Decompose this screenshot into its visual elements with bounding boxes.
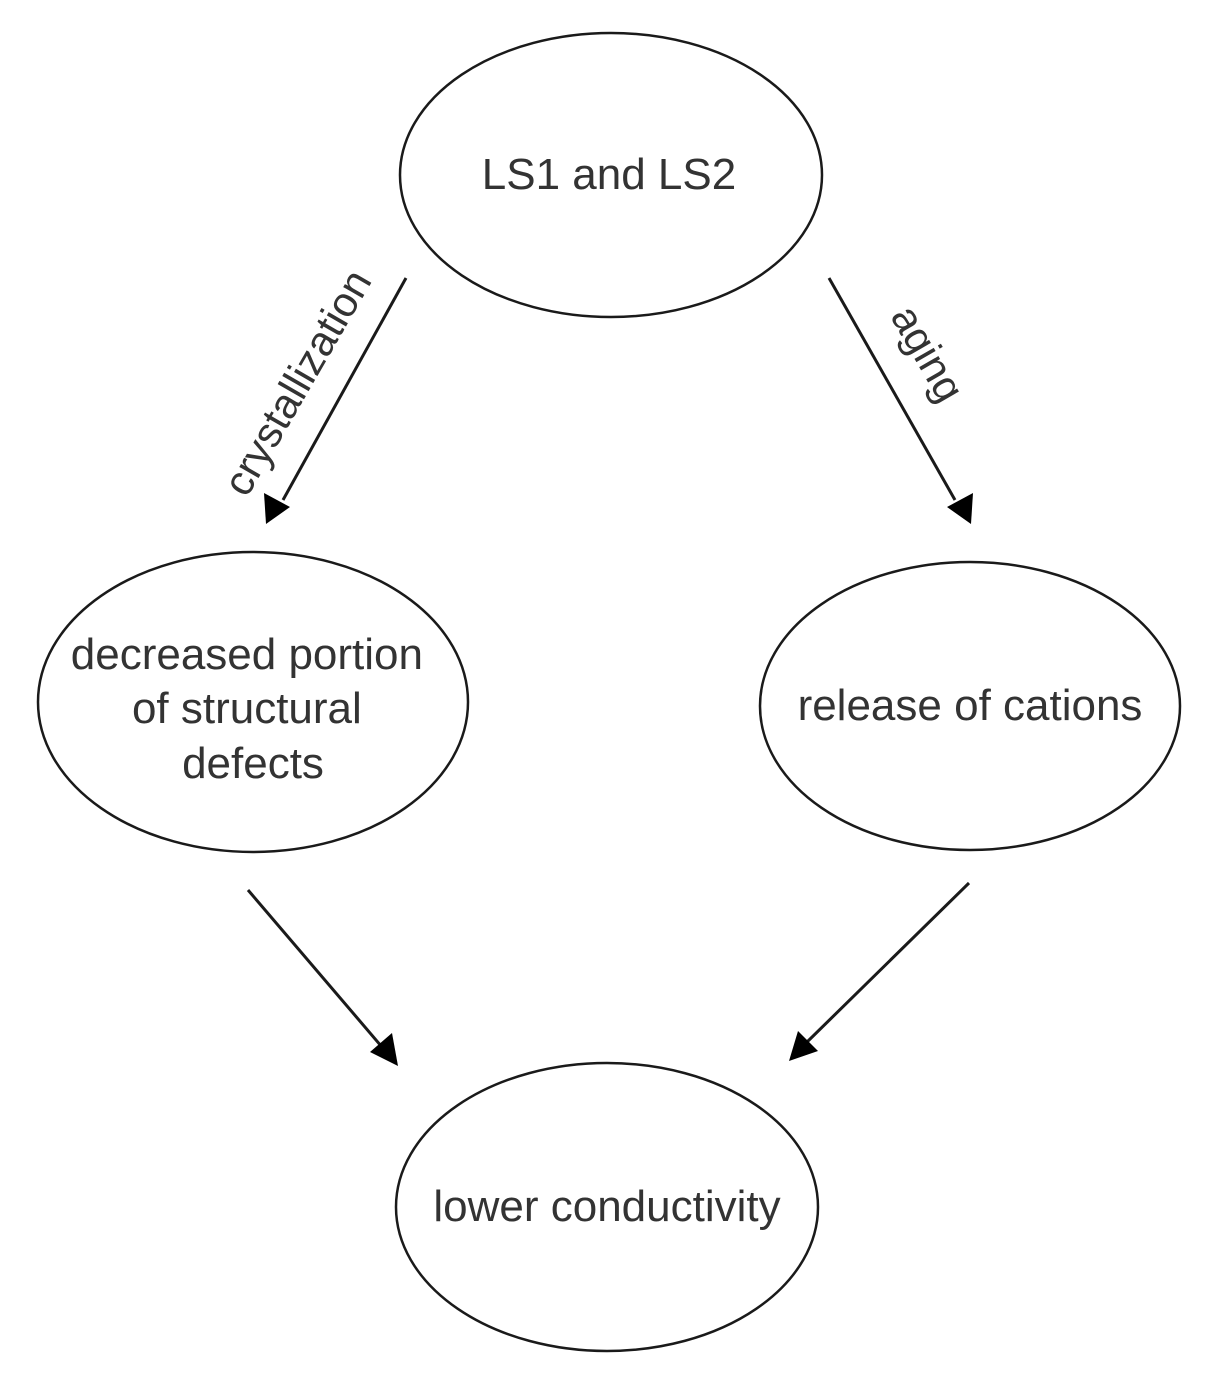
node-top-line-1: LS1 and LS2 [482, 150, 736, 199]
edge-line-left-to-bottom [246, 889, 384, 1048]
edge-line-top-to-right [827, 277, 957, 501]
node-left-label: decreased portion of structural defects [71, 630, 435, 788]
node-right-ellipse [758, 560, 1182, 852]
node-bottom-ellipse [394, 1061, 820, 1353]
edge-top-to-left: crystallization [214, 261, 408, 524]
node-bottom: lower conductivity [394, 1061, 820, 1353]
node-right-label: release of cations [798, 681, 1143, 730]
edge-line-right-to-bottom [804, 881, 971, 1045]
node-top: LS1 and LS2 [398, 31, 824, 319]
node-bottom-label: lower conductivity [433, 1182, 780, 1231]
node-right-line-1: release of cations [798, 681, 1143, 730]
arrow-head-top-to-right [947, 493, 973, 524]
node-left-line-2: of structural [132, 684, 362, 733]
node-bottom-line-1: lower conductivity [433, 1182, 780, 1231]
arrow-head-left-to-bottom [370, 1033, 398, 1066]
node-left-line-3: defects [182, 739, 324, 788]
edge-label-crystallization: crystallization [214, 261, 381, 503]
edge-top-to-right: aging [827, 277, 974, 524]
node-top-ellipse [398, 31, 824, 319]
node-top-label: LS1 and LS2 [482, 150, 736, 199]
arrow-head-right-to-bottom [789, 1031, 818, 1061]
edge-line-top-to-left [281, 277, 408, 501]
edge-right-to-bottom [789, 881, 971, 1061]
node-left-line-1: decreased portion [71, 630, 423, 679]
node-left: decreased portion of structural defects [36, 550, 470, 854]
node-right: release of cations [758, 560, 1182, 852]
node-left-ellipse [36, 550, 470, 854]
edge-left-to-bottom [246, 889, 398, 1066]
arrow-head-top-to-left [264, 493, 290, 524]
